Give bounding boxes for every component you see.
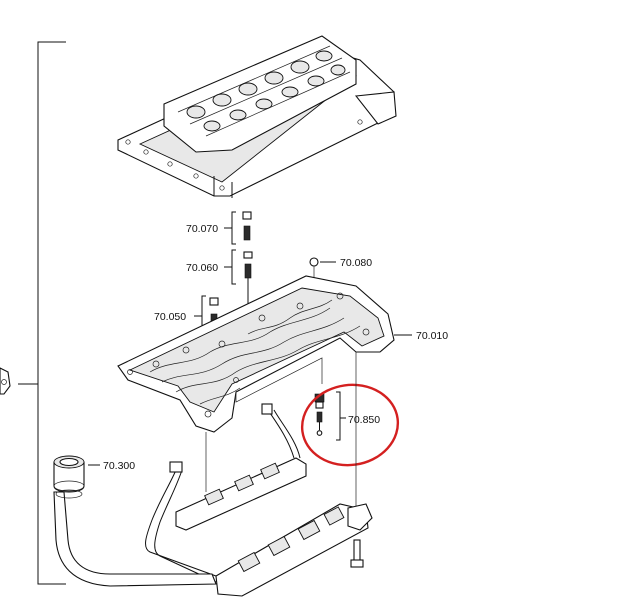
part-70070-fastener: 70.070 — [186, 211, 252, 245]
part-70080-o-ring: 70.080 — [309, 257, 372, 290]
assembly-guide-lines — [205, 352, 357, 506]
label-70850: 70.850 — [348, 414, 380, 426]
label-70010: 70.010 — [416, 330, 448, 342]
part-70010-control-plate: 70.010 — [117, 275, 448, 433]
assembly-bracket — [18, 41, 66, 585]
part-70300-connector: 70.300 — [53, 455, 135, 499]
part-70850-valve-set: 70.850 — [300, 383, 400, 467]
label-70060: 70.060 — [186, 262, 218, 274]
cylinder-head — [117, 35, 397, 198]
wiring-harness — [53, 403, 373, 597]
highlight-circle — [300, 383, 400, 467]
label-70070: 70.070 — [186, 223, 218, 235]
label-70080: 70.080 — [340, 257, 372, 269]
offscreen-part-fragment — [0, 367, 11, 395]
label-70050: 70.050 — [154, 311, 186, 323]
camshaft-row — [177, 45, 351, 137]
label-70300: 70.300 — [103, 460, 135, 472]
channel-pattern — [127, 292, 370, 418]
